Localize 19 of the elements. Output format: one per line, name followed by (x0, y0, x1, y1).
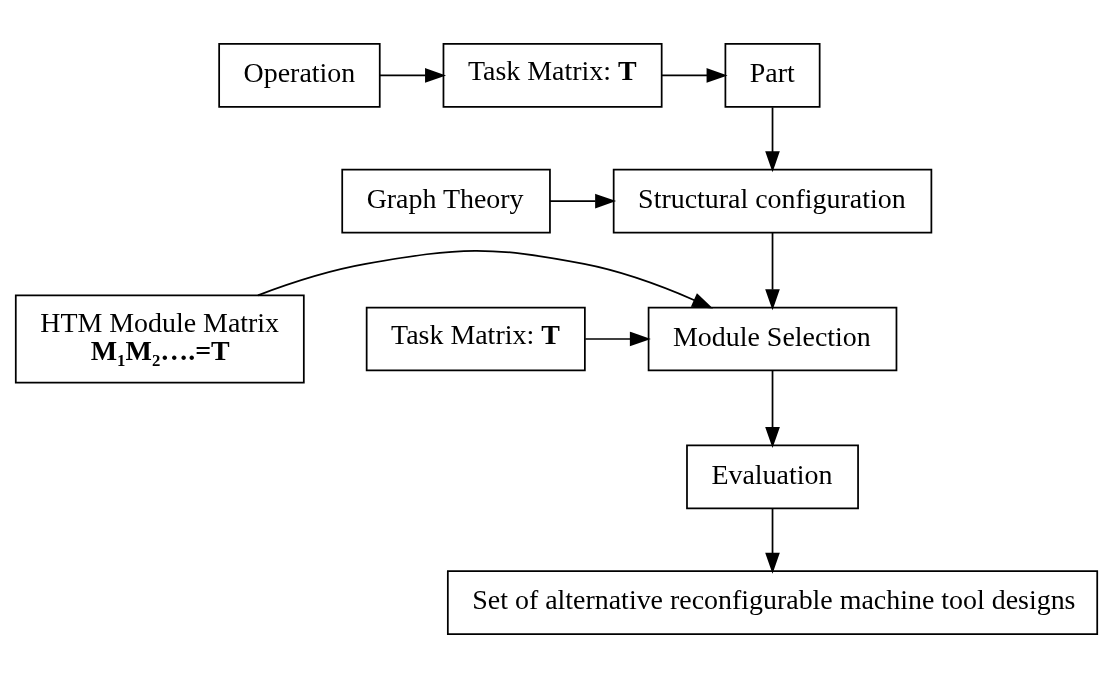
arrow (765, 105, 780, 172)
node-box: Operation (218, 42, 381, 108)
node-box: Graph Theory (341, 168, 551, 233)
arrow (765, 507, 780, 574)
node-box: Task Matrix: T (442, 42, 663, 108)
node-box: Set of alternative reconfigurable machine tool designs (446, 569, 1099, 635)
arrow (765, 369, 780, 448)
arrow (584, 331, 651, 346)
node-box: Task Matrix: T (365, 306, 586, 371)
arrow (379, 67, 447, 83)
arrow (765, 231, 780, 310)
node-box: Structural configuration (612, 168, 933, 233)
arrow (660, 67, 728, 83)
node-box: Evaluation (686, 444, 859, 509)
node-box: HTM Module Matrix M₁M₂….=T (14, 294, 305, 383)
node-box: Part (724, 42, 821, 108)
node-box: Module Selection (647, 306, 898, 371)
arrow (257, 249, 714, 309)
arrow (549, 193, 617, 208)
